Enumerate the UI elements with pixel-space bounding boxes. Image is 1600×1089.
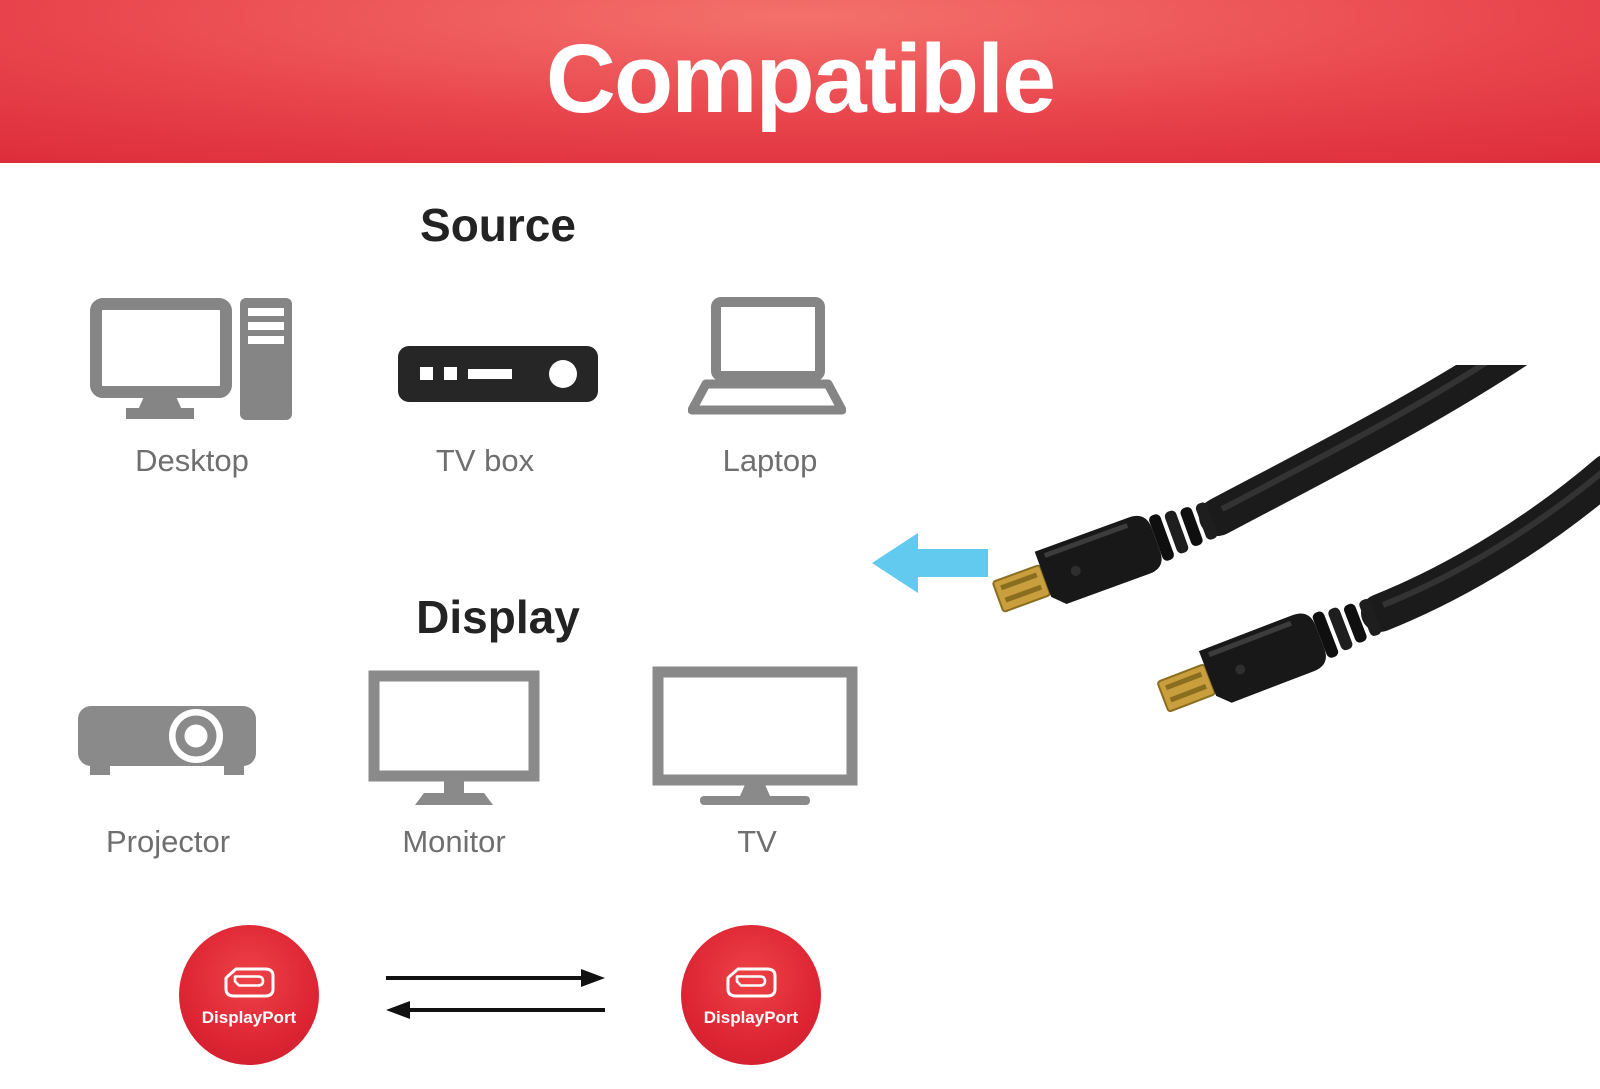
displayport-badge-left: DisplayPort <box>179 925 319 1065</box>
bidirectional-arrows <box>386 969 605 1019</box>
label-monitor: Monitor <box>402 824 506 859</box>
displayport-badge-label: DisplayPort <box>703 1008 799 1027</box>
tvbox-icon <box>398 346 598 402</box>
source-heading: Source <box>420 199 576 251</box>
label-tvbox: TV box <box>435 443 535 478</box>
label-desktop: Desktop <box>135 443 249 478</box>
dp-connector-lower <box>1157 599 1382 713</box>
tv-icon <box>652 666 858 805</box>
label-projector: Projector <box>105 824 231 859</box>
displayport-badge-label: DisplayPort <box>201 1008 297 1027</box>
banner: Compatible <box>0 0 1600 163</box>
projector-icon <box>78 706 256 775</box>
left-arrow-icon <box>872 533 988 593</box>
displayport-badge-right: DisplayPort <box>681 925 821 1065</box>
displayport-icon <box>726 967 777 998</box>
displayport-cable-image <box>992 365 1600 713</box>
desktop-icon <box>90 298 292 420</box>
label-laptop: Laptop <box>722 443 818 478</box>
dp-connector-upper <box>992 502 1218 613</box>
label-tv: TV <box>737 824 777 859</box>
display-heading: Display <box>416 591 580 643</box>
displayport-icon <box>224 967 275 998</box>
laptop-icon <box>688 297 846 415</box>
monitor-icon <box>368 670 540 805</box>
page-title: Compatible <box>545 23 1056 133</box>
